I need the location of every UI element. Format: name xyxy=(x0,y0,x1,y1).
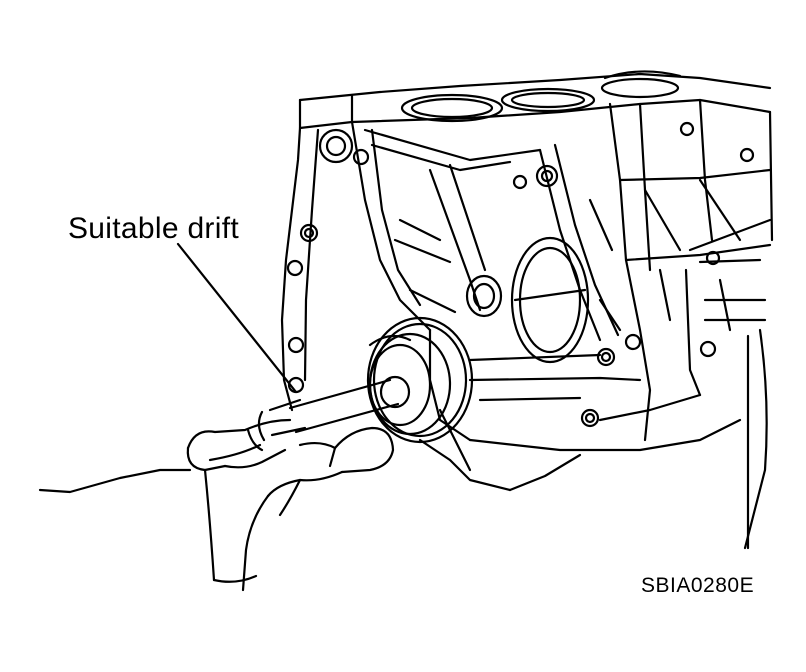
engine-block xyxy=(282,71,772,548)
figure-code: SBIA0280E xyxy=(641,574,755,597)
rear-oil-seal xyxy=(368,318,472,442)
suitable-drift xyxy=(259,377,409,440)
hand xyxy=(40,420,393,590)
callout-label: Suitable drift xyxy=(68,212,239,245)
leader-line xyxy=(178,244,296,392)
